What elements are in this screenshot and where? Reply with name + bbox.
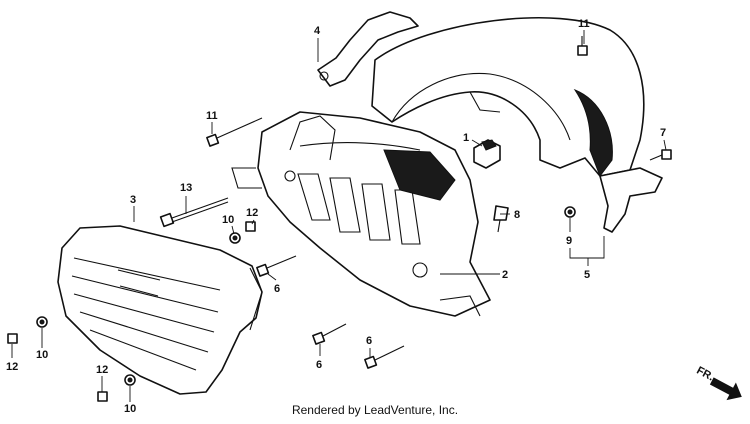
- callout-10: 10: [124, 403, 136, 415]
- washer-10a: [229, 232, 241, 244]
- callout-9: 9: [566, 235, 572, 247]
- callout-5: 5: [584, 269, 590, 281]
- callout-2: 2: [502, 269, 508, 281]
- callout-12: 12: [96, 364, 108, 376]
- callout-1: 1: [463, 132, 469, 144]
- callout-11: 11: [578, 18, 590, 30]
- callout-10: 10: [222, 214, 234, 226]
- rear-fender: [371, 17, 663, 233]
- front-direction-arrow: FR.: [694, 365, 742, 401]
- bolt-11-right: [577, 36, 588, 56]
- callout-6: 6: [316, 359, 322, 371]
- headlight-cover: [231, 111, 491, 317]
- bolt-7: [649, 149, 672, 161]
- leader-lines: [11, 30, 667, 402]
- grommet-part: [473, 139, 501, 169]
- callout-13: 13: [180, 182, 192, 194]
- headlight-lens: [57, 225, 263, 395]
- render-credit: Rendered by LeadVenture, Inc.: [291, 403, 459, 417]
- callout-6: 6: [274, 283, 280, 295]
- callout-12: 12: [246, 207, 258, 219]
- callout-4: 4: [314, 25, 321, 37]
- nut-12b: [7, 333, 18, 344]
- callout-10: 10: [36, 349, 48, 361]
- washer-9: [564, 206, 576, 218]
- nut-12c: [97, 391, 108, 402]
- bolt-6-right: [364, 345, 405, 369]
- callout-11: 11: [206, 110, 218, 122]
- callout-8: 8: [514, 209, 520, 221]
- mounting-bracket: [317, 11, 419, 87]
- washer-10c: [124, 374, 136, 386]
- callout-12: 12: [6, 361, 18, 373]
- bolt-11-left: [206, 117, 263, 147]
- nut-12a: [245, 221, 256, 232]
- arrow-icon: [709, 377, 742, 401]
- bolt-6-left: [256, 255, 297, 277]
- screw-part: [493, 205, 509, 233]
- callout-6: 6: [366, 335, 372, 347]
- washer-10b: [36, 316, 48, 328]
- bolt-13: [159, 197, 229, 228]
- callout-3: 3: [130, 194, 136, 206]
- callout-7: 7: [660, 127, 666, 139]
- bolt-6-mid: [312, 323, 347, 345]
